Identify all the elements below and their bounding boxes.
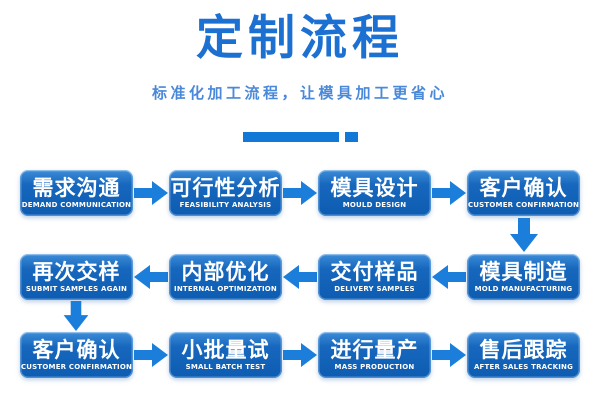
- flow-arrow-left-icon: [134, 265, 168, 290]
- step-label-zh: 内部优化: [181, 260, 270, 285]
- process-flowchart: 需求沟通 DEMAND COMMUNICATION 可行性分析 FEASIBIL…: [0, 170, 600, 379]
- step-label-zh: 交付样品: [330, 260, 419, 285]
- step-label-zh: 再次交样: [32, 260, 121, 285]
- step-mould-design: 模具设计 MOULD DESIGN: [318, 170, 431, 217]
- step-label-zh: 客户确认: [32, 338, 121, 363]
- flow-arrow-down-icon: [510, 218, 538, 253]
- step-label-en: SUBMIT SAMPLES AGAIN: [25, 285, 128, 294]
- flow-arrow-down-icon: [63, 301, 89, 332]
- flow-arrow-right-icon: [432, 343, 466, 368]
- page-title: 定制流程: [196, 11, 404, 66]
- step-label-en: DEMAND COMMUNICATION: [21, 201, 132, 210]
- flow-arrow-right-icon: [134, 343, 168, 368]
- step-after-sales-tracking: 售后跟踪 AFTER SALES TRACKING: [467, 332, 580, 379]
- step-small-batch-test: 小批量试 SMALL BATCH TEST: [169, 332, 282, 379]
- step-label-en: MOLD MANUFACTURING: [474, 285, 573, 294]
- underline-square: [344, 132, 358, 143]
- title-underline-decoration: [0, 132, 600, 143]
- page-subtitle: 标准化加工流程，让模具加工更省心: [151, 84, 448, 103]
- flow-arrow-right-icon: [134, 181, 168, 206]
- step-label-zh: 售后跟踪: [479, 338, 568, 363]
- flow-connector-row-1: [0, 216, 600, 254]
- step-label-en: AFTER SALES TRACKING: [473, 363, 574, 372]
- step-label-en: MASS PRODUCTION: [334, 363, 415, 372]
- flow-arrow-right-icon: [432, 181, 466, 206]
- flow-arrow-left-icon: [283, 265, 317, 290]
- step-label-zh: 需求沟通: [32, 176, 121, 201]
- step-demand-communication: 需求沟通 DEMAND COMMUNICATION: [20, 170, 133, 217]
- step-label-zh: 客户确认: [479, 176, 568, 201]
- step-mass-production: 进行量产 MASS PRODUCTION: [318, 332, 431, 379]
- step-feasibility-analysis: 可行性分析 FEASIBILITY ANALYSIS: [169, 170, 282, 217]
- step-label-en: INTERNAL OPTIMIZATION: [174, 285, 277, 294]
- step-label-zh: 进行量产: [330, 338, 419, 363]
- step-label-en: MOULD DESIGN: [342, 201, 407, 210]
- step-label-en: SMALL BATCH TEST: [185, 363, 266, 372]
- flow-row-1: 需求沟通 DEMAND COMMUNICATION 可行性分析 FEASIBIL…: [0, 170, 600, 217]
- step-label-zh: 模具制造: [479, 260, 568, 285]
- flow-connector-row-2: [0, 300, 600, 332]
- step-label-zh: 模具设计: [330, 176, 419, 201]
- step-label-zh: 可行性分析: [170, 176, 281, 201]
- step-label-en: DELIVERY SAMPLES: [334, 285, 415, 294]
- step-label-zh: 小批量试: [181, 338, 270, 363]
- step-submit-samples-again: 再次交样 SUBMIT SAMPLES AGAIN: [20, 254, 133, 301]
- step-delivery-samples: 交付样品 DELIVERY SAMPLES: [318, 254, 431, 301]
- flow-row-3: 客户确认 CUSTOMER CONFIRMATION 小批量试 SMALL BA…: [0, 332, 600, 379]
- step-customer-confirmation-2: 客户确认 CUSTOMER CONFIRMATION: [20, 332, 133, 379]
- step-label-en: CUSTOMER CONFIRMATION: [467, 201, 580, 210]
- flow-arrow-right-icon: [283, 343, 317, 368]
- step-label-en: FEASIBILITY ANALYSIS: [179, 201, 272, 210]
- step-customer-confirmation: 客户确认 CUSTOMER CONFIRMATION: [467, 170, 580, 217]
- step-mold-manufacturing: 模具制造 MOLD MANUFACTURING: [467, 254, 580, 301]
- flow-row-2: 再次交样 SUBMIT SAMPLES AGAIN 内部优化 INTERNAL …: [0, 254, 600, 301]
- flow-arrow-right-icon: [283, 181, 317, 206]
- flow-arrow-left-icon: [432, 265, 466, 290]
- step-label-en: CUSTOMER CONFIRMATION: [20, 363, 133, 372]
- step-internal-optimization: 内部优化 INTERNAL OPTIMIZATION: [169, 254, 282, 301]
- underline-bar: [242, 132, 339, 143]
